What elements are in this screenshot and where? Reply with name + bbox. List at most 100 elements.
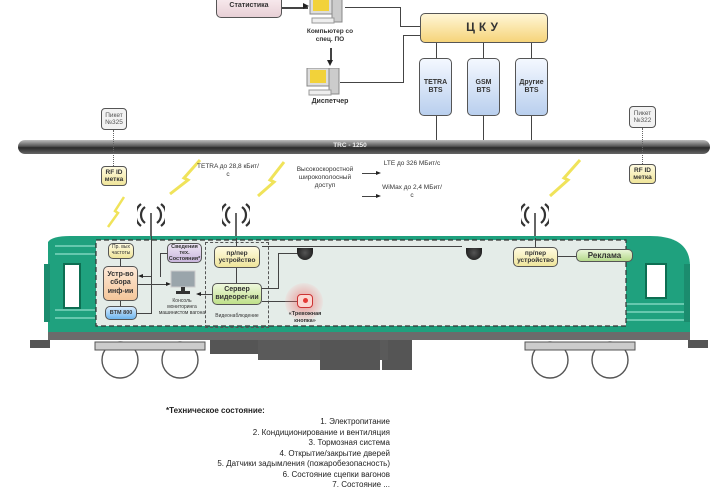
note-item: 2. Кондиционирование и вентиляция <box>252 427 390 437</box>
rfid-label: RF ID метка <box>633 166 652 181</box>
freq-box: Пр. вых частоты <box>108 243 134 259</box>
monitor-icon <box>170 270 196 294</box>
trc-cable <box>18 140 710 154</box>
btm-box: BTM 800 <box>105 306 137 320</box>
advertising-box: Реклама <box>576 249 633 262</box>
connector <box>160 253 167 255</box>
collector-label: Устр-во сбора инф-ии <box>107 271 134 295</box>
transceiver-right-box: пр/пер устройство <box>513 247 558 267</box>
antenna-icon <box>521 203 549 239</box>
bts-box-gsm: GSM BTS <box>467 58 500 116</box>
lte-label: LTE до 326 МБит/с <box>383 160 441 167</box>
btm-label: BTM 800 <box>109 309 133 316</box>
connector <box>531 116 533 140</box>
connector <box>558 256 576 258</box>
video-server-box: Сервер видеорег-ии <box>212 283 262 305</box>
cku-box: ЦКУ <box>420 13 548 43</box>
connector <box>262 288 278 290</box>
notes-list: 1. Электропитание 2. Кондиционирование и… <box>217 417 390 491</box>
lightning-icon <box>169 159 202 196</box>
connector <box>198 294 212 296</box>
connector <box>436 116 438 140</box>
connector <box>282 7 308 9</box>
lightning-icon <box>257 161 286 198</box>
tetra-speed-label: TETRA до 28,8 кБит/с <box>197 163 259 178</box>
rfid-label: RF ID метка <box>104 168 124 183</box>
connector <box>403 35 420 37</box>
statistics-label: Статистика <box>229 1 269 9</box>
cable-label: TRC - 1250 <box>333 142 367 149</box>
connector <box>138 284 168 286</box>
arrow-icon <box>166 282 171 286</box>
arrow-icon <box>303 3 309 9</box>
statistics-box: Статистика <box>216 0 282 18</box>
connector <box>403 35 405 83</box>
arrow-icon <box>376 194 381 198</box>
picket-label: Пикет №325 <box>105 111 123 126</box>
connector <box>120 259 122 267</box>
connector <box>531 43 533 59</box>
connector <box>278 253 280 289</box>
bts-label: Другие BTS <box>519 78 544 94</box>
arrow-icon <box>376 171 381 175</box>
connector <box>436 43 438 59</box>
arrow-icon <box>196 292 201 296</box>
alarm-label: «Тревожная кнопка» <box>288 311 322 324</box>
connector <box>400 7 402 27</box>
connector <box>160 253 162 277</box>
cku-label: ЦКУ <box>466 20 502 35</box>
arrow-line <box>362 173 378 175</box>
connector <box>330 48 332 62</box>
note-item: 4. Открытие/закрытие дверей <box>279 448 390 458</box>
connector <box>340 82 403 84</box>
wimax-label: WiMax до 2,4 МБит/с <box>382 184 442 199</box>
note-item: 7. Состояние ... <box>332 480 390 489</box>
arrow-line <box>362 196 378 198</box>
computer-label: Компьютер со спец. ПО <box>306 28 354 43</box>
connector <box>262 301 302 303</box>
note-item: 1. Электропитание <box>320 417 390 426</box>
tech-state-box: Сведения тех. Состояния* <box>167 243 202 263</box>
transceiver-label: пр/пер устройство <box>517 249 554 264</box>
note-item: 6. Состояние сцепки вагонов <box>282 469 390 479</box>
dispatcher-label: Диспетчер <box>311 98 349 105</box>
data-collector-box: Устр-во сбора инф-ии <box>103 266 138 301</box>
connector <box>262 246 462 248</box>
connector <box>137 313 152 315</box>
connector <box>120 301 122 307</box>
picket-right: Пикет №322 <box>629 106 656 128</box>
video-zone-label: Видеонаблюдение <box>215 313 259 319</box>
computer-icon <box>309 0 343 24</box>
rfid-tag-right: RF ID метка <box>629 164 656 184</box>
picket-dotted-line <box>642 128 643 166</box>
freq-label: Пр. вых частоты <box>111 244 131 256</box>
dispatcher-computer-icon <box>306 68 340 96</box>
connector <box>236 268 238 284</box>
connector <box>278 253 298 255</box>
rfid-tag-left: RF ID метка <box>101 166 127 186</box>
lightning-icon <box>549 159 582 198</box>
connector <box>142 276 152 278</box>
arrow-icon <box>138 274 143 278</box>
connector <box>535 238 537 248</box>
connector <box>483 116 485 140</box>
note-item: 5. Датчики задымления (пожаробезопасност… <box>217 459 390 468</box>
connector <box>483 43 485 59</box>
connector <box>345 7 400 9</box>
bts-box-other: Другие BTS <box>515 58 548 116</box>
connector <box>236 238 238 246</box>
arrow-icon <box>327 60 333 66</box>
camera-icon <box>297 248 313 260</box>
connector <box>400 26 420 28</box>
picket-dotted-line <box>113 130 114 168</box>
picket-left: Пикет №325 <box>101 108 127 130</box>
lightning-icon <box>106 196 126 228</box>
broadband-label: Высокоскоростной широкополосный доступ <box>296 166 354 189</box>
antenna-connector <box>151 236 153 314</box>
note-item: 3. Тормозная система <box>308 438 390 447</box>
transceiver-label: пр/пер устройство <box>218 249 256 264</box>
tech-state-label: Сведения тех. Состояния* <box>168 243 201 263</box>
notes-title: *Техническое состояние: <box>166 406 265 415</box>
advertising-label: Реклама <box>587 250 622 260</box>
bts-label: TETRA BTS <box>423 78 448 94</box>
